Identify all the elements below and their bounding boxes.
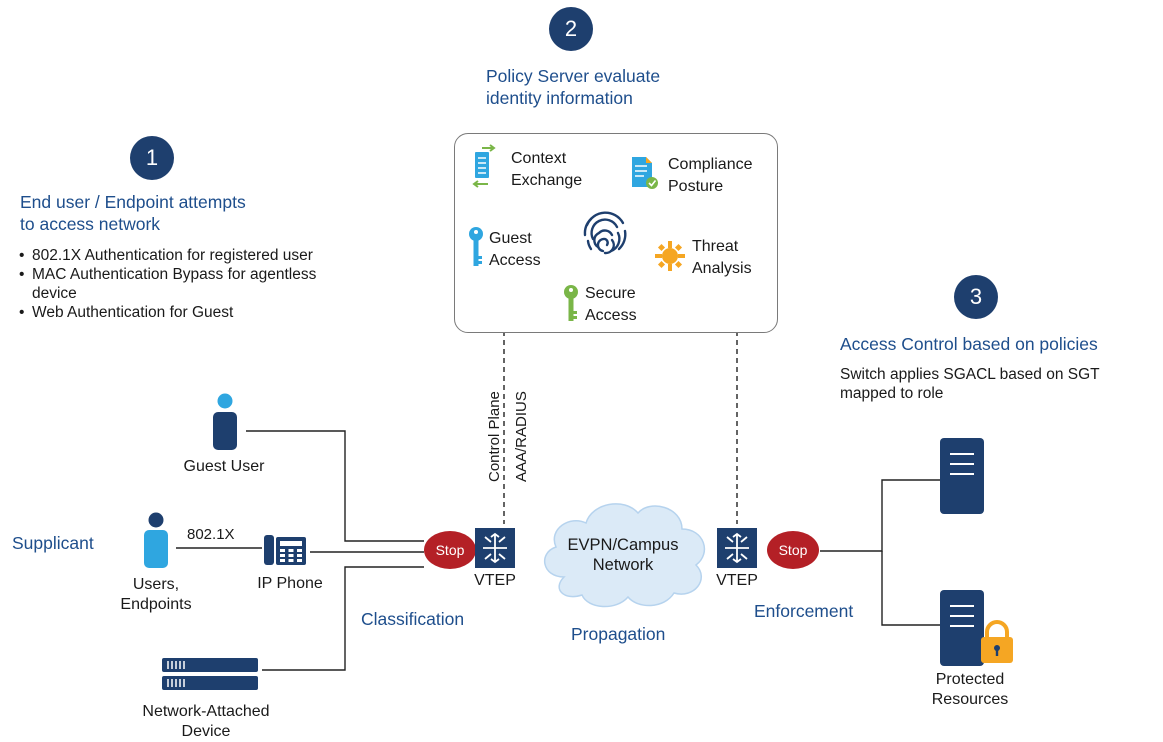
step-3-heading: Access Control based on policies xyxy=(840,334,1098,354)
compliance-posture-line2: Posture xyxy=(668,178,724,195)
aaa-radius-label: AAA/RADIUS xyxy=(513,391,530,482)
vtep-left-label: VTEP xyxy=(474,572,516,589)
server-icon xyxy=(940,438,984,514)
bullet-item: 802.1X Authentication for registered use… xyxy=(19,246,316,265)
compliance-posture-icon xyxy=(632,157,658,189)
step-1-bullets: 802.1X Authentication for registered use… xyxy=(18,246,316,322)
dot1x-label: 802.1X xyxy=(187,526,235,543)
user-endpoint-icon xyxy=(144,512,168,568)
step-3-badge: 3 xyxy=(954,275,998,319)
threat-analysis-line2: Analysis xyxy=(692,260,752,277)
protected-server-icon xyxy=(940,590,1013,666)
users-endpoints-line2: Endpoints xyxy=(120,596,192,613)
step-2-badge: 2 xyxy=(549,7,593,51)
secure-access-line1: Secure xyxy=(585,285,636,302)
compliance-posture-label: Compliance Posture xyxy=(668,154,752,198)
vtep-right-label: VTEP xyxy=(716,572,758,589)
bullet-item-continuation: device xyxy=(32,285,77,302)
threat-analysis-line1: Threat xyxy=(692,238,739,255)
classification-label: Classification xyxy=(361,609,465,629)
stop-right-icon: Stop xyxy=(767,531,819,569)
vtep-left-switch-icon xyxy=(475,528,515,568)
cloud-line2: Network xyxy=(592,556,654,574)
step-1-heading-line2: to access network xyxy=(20,214,161,234)
context-exchange-label: Context Exchange xyxy=(511,148,582,192)
supplicant-label: Supplicant xyxy=(12,533,94,553)
compliance-posture-line1: Compliance xyxy=(668,156,753,173)
policy-server-box xyxy=(454,133,778,333)
network-device-icon xyxy=(162,658,258,690)
context-exchange-line2: Exchange xyxy=(511,172,583,189)
guest-user-icon xyxy=(213,393,237,450)
step-1-heading-line1: End user / Endpoint attempts xyxy=(20,192,246,212)
guest-access-line2: Access xyxy=(489,252,541,269)
users-endpoints-label: Users, Endpoints xyxy=(106,575,206,615)
step-3-desc-line2: mapped to role xyxy=(840,385,944,402)
network-device-line2: Device xyxy=(181,723,231,740)
bullet-item: Web Authentication for Guest xyxy=(19,303,316,322)
step-2-heading-line2: identity information xyxy=(486,88,633,108)
bullet-item: MAC Authentication Bypass for agentless xyxy=(19,265,316,284)
server-link xyxy=(820,479,940,552)
step-2-heading-line1: Policy Server evaluate xyxy=(486,66,661,86)
network-device-label: Network-Attached Device xyxy=(120,702,292,742)
step-2-heading: Policy Server evaluate identity informat… xyxy=(486,65,660,109)
guest-user-link xyxy=(246,430,424,542)
fingerprint-icon xyxy=(583,211,627,255)
secure-access-key-icon xyxy=(564,285,578,321)
secure-access-line2: Access xyxy=(585,307,637,324)
guest-user-label: Guest User xyxy=(183,458,265,475)
network-device-line1: Network-Attached xyxy=(142,703,270,720)
step-3-desc-line1: Switch applies SGACL based on SGT xyxy=(840,366,1100,383)
propagation-label: Propagation xyxy=(571,624,666,644)
step-1-heading: End user / Endpoint attempts to access n… xyxy=(20,191,246,235)
ip-phone-label: IP Phone xyxy=(257,575,323,592)
control-plane-label: Control Plane xyxy=(486,391,503,482)
vtep-right-switch-icon xyxy=(717,528,757,568)
protected-resources-label: Protected Resources xyxy=(908,670,1032,710)
secure-access-label: Secure Access xyxy=(585,283,637,327)
protected-line2: Resources xyxy=(931,691,1009,708)
device-link xyxy=(262,566,424,671)
step-3-description: Switch applies SGACL based on SGT mapped… xyxy=(840,365,1100,403)
cloud-network-icon xyxy=(543,503,706,608)
guest-access-line1: Guest xyxy=(489,230,532,247)
context-exchange-icon xyxy=(472,144,496,188)
stop-left-icon: Stop xyxy=(424,531,476,569)
protected-line1: Protected xyxy=(935,671,1005,688)
context-exchange-line1: Context xyxy=(511,150,567,167)
ip-phone-icon xyxy=(264,535,306,565)
users-endpoints-line1: Users, xyxy=(132,576,180,593)
enforcement-label: Enforcement xyxy=(754,601,854,621)
threat-analysis-label: Threat Analysis xyxy=(692,236,752,280)
cloud-line1: EVPN/Campus xyxy=(567,536,679,554)
guest-access-label: Guest Access xyxy=(489,228,541,272)
cloud-network-label: EVPN/Campus Network xyxy=(548,535,698,575)
threat-analysis-icon xyxy=(655,241,685,271)
step-1-badge: 1 xyxy=(130,136,174,180)
guest-access-key-icon xyxy=(469,227,483,266)
protected-link xyxy=(881,551,940,626)
